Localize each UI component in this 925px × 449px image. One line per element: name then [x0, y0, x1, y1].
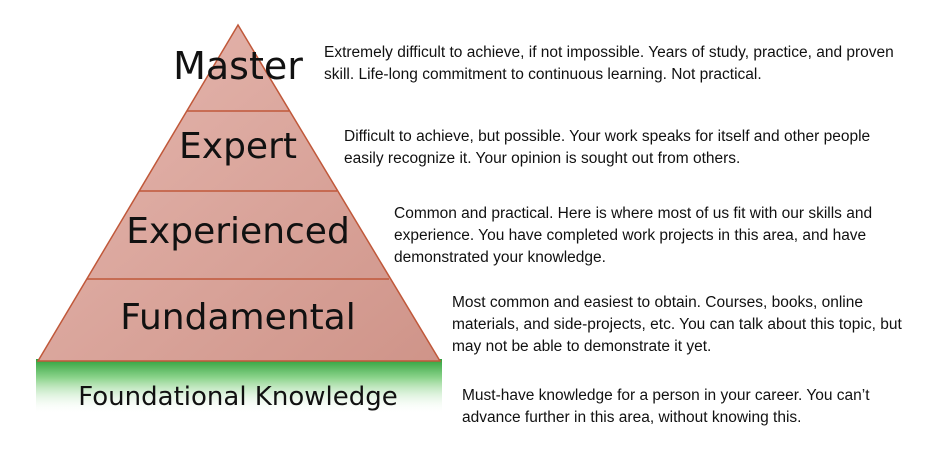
pyramid-body — [36, 23, 442, 362]
foundation-base-band — [36, 359, 442, 414]
description-foundational: Must-have knowledge for a person in your… — [462, 387, 870, 426]
level-label-experienced: Experienced — [126, 211, 350, 252]
description-master: Extremely difficult to achieve, if not i… — [324, 44, 894, 83]
description-fundamental: Most common and easiest to obtain. Cours… — [452, 294, 902, 355]
description-experienced: Common and practical. Here is where most… — [394, 205, 873, 266]
level-label-fundamental: Fundamental — [120, 297, 356, 338]
base-label-foundational-knowledge: Foundational Knowledge — [78, 382, 398, 412]
level-label-master: Master — [173, 44, 303, 88]
level-label-expert: Expert — [179, 126, 297, 167]
description-expert: Difficult to achieve, but possible. Your… — [344, 128, 871, 167]
